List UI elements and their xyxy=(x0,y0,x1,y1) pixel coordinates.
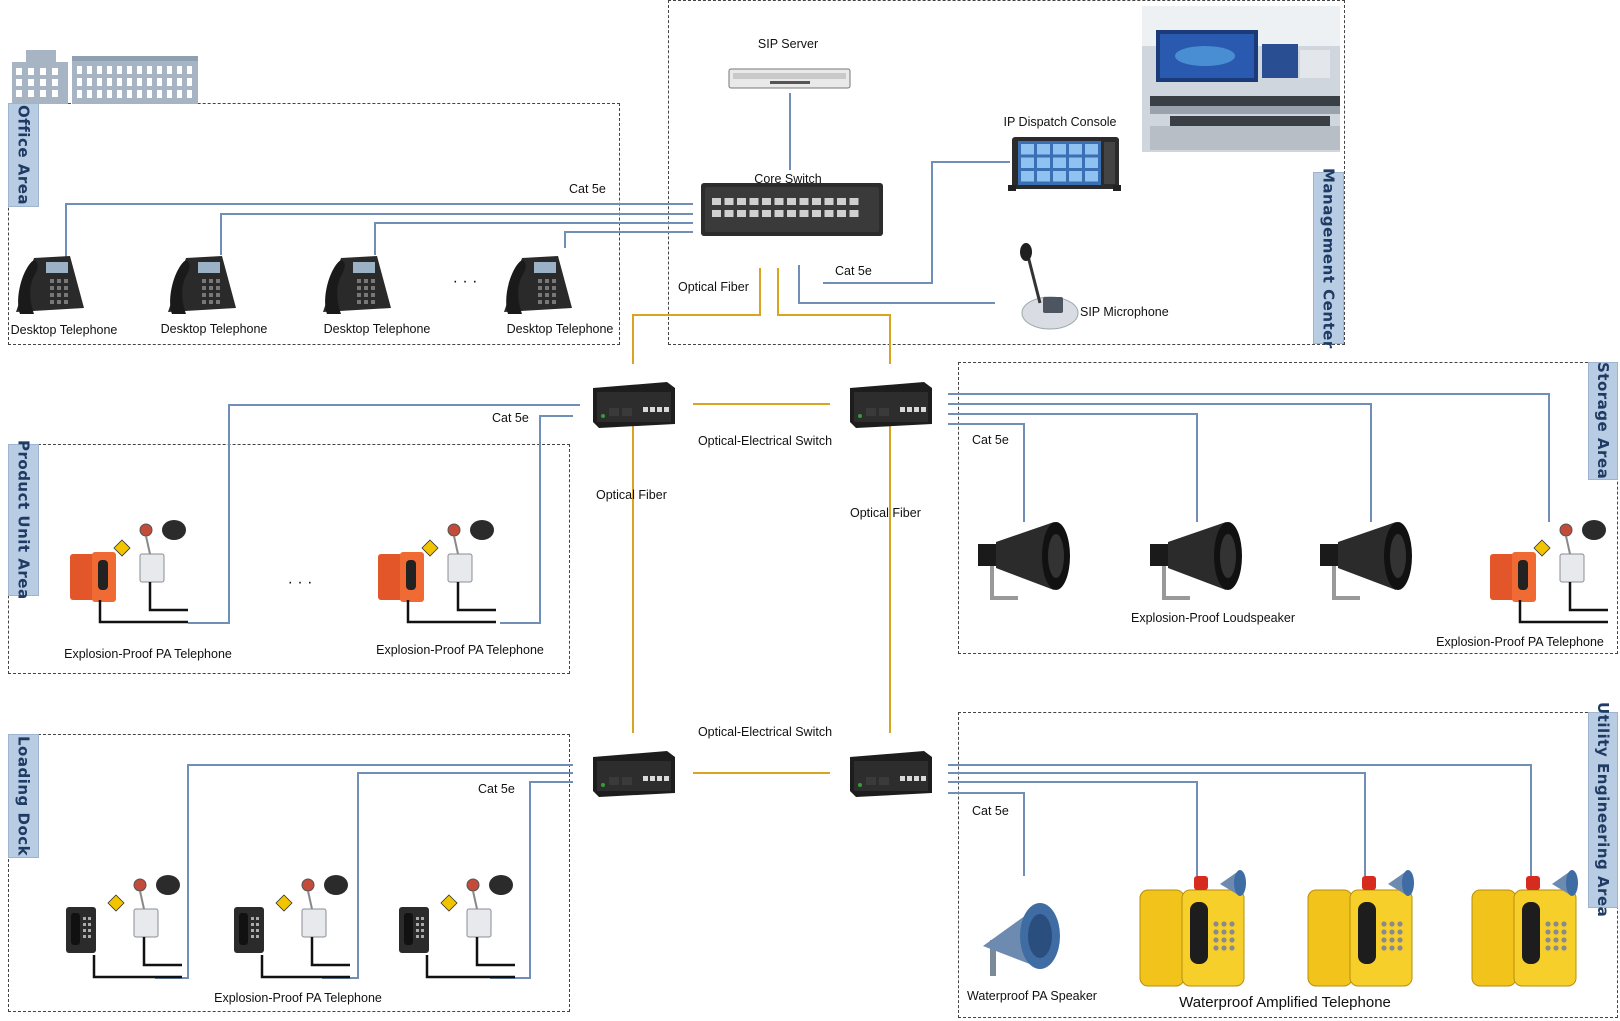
optical-fiber-label-core: Optical Fiber xyxy=(678,280,749,294)
loading-dock-zone xyxy=(8,734,570,1012)
core-switch-label: Core Switch xyxy=(754,172,821,186)
sip-microphone xyxy=(1020,243,1079,330)
storage-area-tag: Storage Area xyxy=(1588,362,1618,480)
core-switch xyxy=(701,183,883,236)
management-center-zone xyxy=(668,0,1345,345)
ex-pa-telephone-loading-2 xyxy=(234,875,350,979)
desktop-telephone-2 xyxy=(168,256,236,314)
ex-pa-telephone-product-1 xyxy=(70,520,188,624)
explosion-proof-loudspeaker-2 xyxy=(1150,522,1242,600)
control-room-photo xyxy=(1142,6,1340,152)
desktop-telephone-4 xyxy=(504,256,572,314)
optical-electrical-switch-label-lower: Optical-Electrical Switch xyxy=(698,725,832,739)
ex-pa-telephone-loading-3 xyxy=(399,875,515,979)
ip-dispatch-console xyxy=(1008,137,1121,191)
waterproof-amplified-telephone-label: Waterproof Amplified Telephone xyxy=(1179,994,1391,1011)
cat5e-label-storage: Cat 5e xyxy=(972,433,1009,447)
cat5e-label-office: Cat 5e xyxy=(569,182,606,196)
desktop-telephone-1 xyxy=(16,256,84,314)
ex-pa-telephone-storage xyxy=(1490,520,1608,624)
sip-server-label: SIP Server xyxy=(758,37,818,51)
waterproof-pa-speaker-label: Waterproof PA Speaker xyxy=(967,989,1097,1003)
utility-engineering-area-tag: Utility Engineering Area xyxy=(1588,702,1618,918)
optical-electrical-switch-label-upper: Optical-Electrical Switch xyxy=(698,434,832,448)
waterproof-amplified-telephones xyxy=(1139,870,1578,987)
explosion-proof-loudspeakers xyxy=(978,522,1412,600)
desktop-telephone-3 xyxy=(323,256,391,314)
loading-dock-tag: Loading Dock xyxy=(8,734,39,858)
ex-pa-telephone-product-2 xyxy=(378,520,496,624)
waterproof-amplified-telephone-2 xyxy=(1307,870,1414,987)
oe-switch-lower-right xyxy=(850,751,932,797)
oe-switch-upper-left xyxy=(593,382,675,428)
sip-microphone-label: SIP Microphone xyxy=(1080,305,1169,319)
ellipsis-product: · · · xyxy=(288,574,313,591)
waterproof-pa-speaker xyxy=(983,903,1060,976)
desktop-telephone-label-2: Desktop Telephone xyxy=(161,322,268,336)
ellipsis-office: · · · xyxy=(453,273,478,290)
cat5e-label-product: Cat 5e xyxy=(492,411,529,425)
ip-dispatch-console-label: IP Dispatch Console xyxy=(1003,115,1116,129)
oe-switch-upper-right xyxy=(850,382,932,428)
explosion-proof-loudspeaker-label: Explosion-Proof Loudspeaker xyxy=(1131,611,1295,625)
product-unit-area-tag: Product Unit Area xyxy=(8,440,39,600)
desktop-telephone-label-3: Desktop Telephone xyxy=(324,322,431,336)
desktop-telephones xyxy=(16,256,572,314)
sip-server xyxy=(728,68,851,89)
cat5e-label-utility: Cat 5e xyxy=(972,804,1009,818)
desktop-telephone-label-1: Desktop Telephone xyxy=(11,323,118,337)
office-area-tag: Office Area xyxy=(8,103,39,207)
optical-fiber-label-right: Optical Fiber xyxy=(850,506,921,520)
ex-pa-telephone-label-storage: Explosion-Proof PA Telephone xyxy=(1436,635,1604,649)
cat5e-label-loading: Cat 5e xyxy=(478,782,515,796)
office-building-icon xyxy=(12,50,198,104)
desktop-telephone-label-4: Desktop Telephone xyxy=(507,322,614,336)
storage-area-zone xyxy=(958,362,1618,654)
ex-pa-telephone-label-product-2: Explosion-Proof PA Telephone xyxy=(376,643,544,657)
explosion-proof-pa-telephones xyxy=(66,520,1608,979)
optical-fiber-cabling xyxy=(632,268,891,774)
ex-pa-telephone-label-loading: Explosion-Proof PA Telephone xyxy=(214,991,382,1005)
ex-pa-telephone-loading-1 xyxy=(66,875,182,979)
explosion-proof-loudspeaker-1 xyxy=(978,522,1070,600)
ex-pa-telephone-label-product-1: Explosion-Proof PA Telephone xyxy=(64,647,232,661)
waterproof-amplified-telephone-1 xyxy=(1139,870,1246,987)
oe-switch-lower-left xyxy=(593,751,675,797)
optical-electrical-switches xyxy=(593,382,932,797)
waterproof-amplified-telephone-3 xyxy=(1471,870,1578,987)
management-center-tag: Management Center xyxy=(1313,168,1344,348)
explosion-proof-loudspeaker-3 xyxy=(1320,522,1412,600)
cat5e-label-management: Cat 5e xyxy=(835,264,872,278)
optical-fiber-label-left: Optical Fiber xyxy=(596,488,667,502)
